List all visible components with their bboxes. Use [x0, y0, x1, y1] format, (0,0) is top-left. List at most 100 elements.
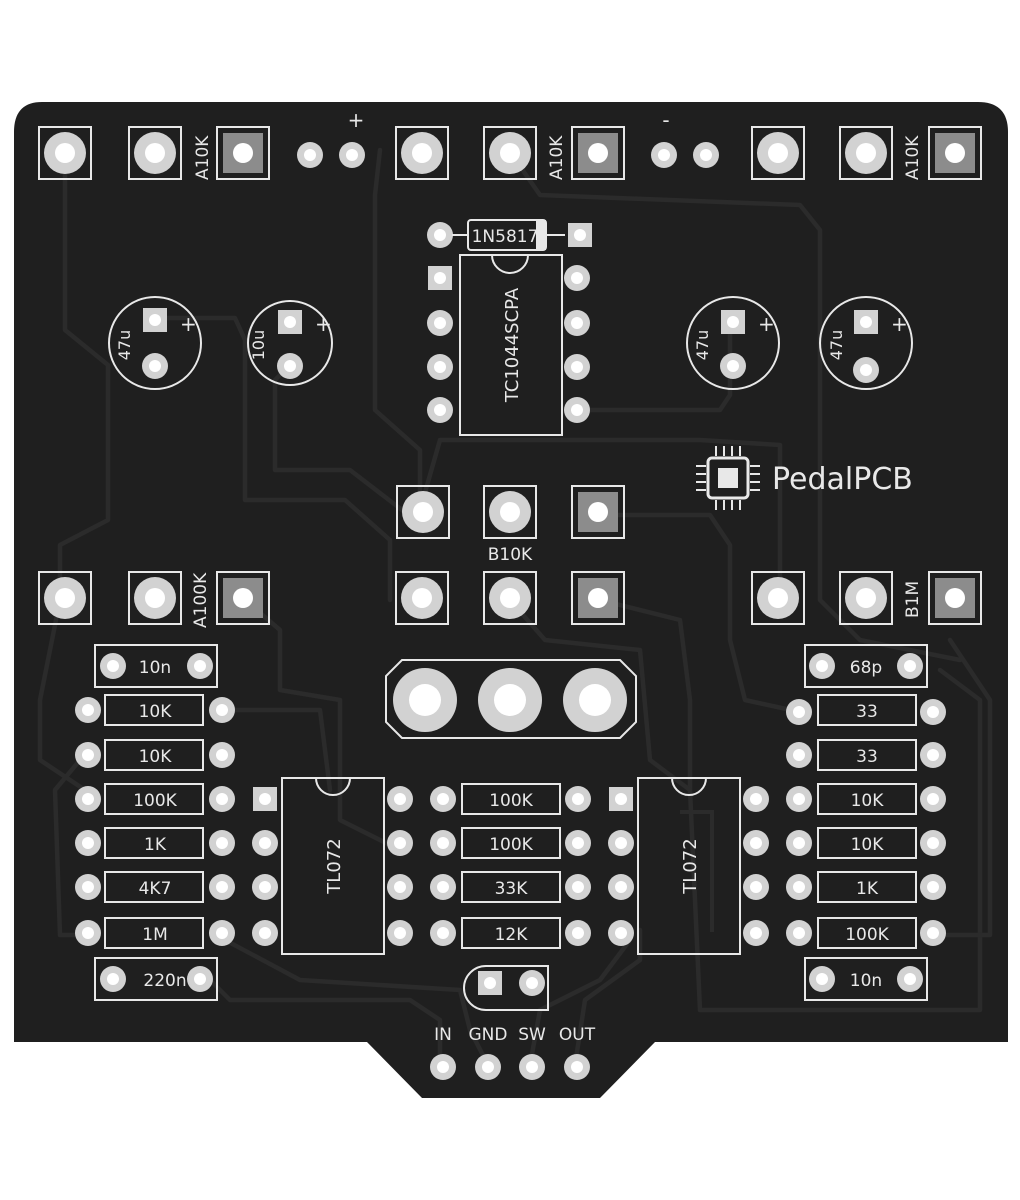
- pot-pad-outline: [396, 485, 450, 539]
- pot-pad-outline: [38, 571, 92, 625]
- pot-pad-hole: [412, 588, 432, 608]
- pad-hole: [394, 793, 406, 805]
- electrolytic-value-label: 47u: [115, 330, 134, 361]
- pot-pad-hole: [945, 143, 965, 163]
- pad-hole: [571, 361, 583, 373]
- pad-hole: [927, 706, 939, 718]
- pot-pad-outline: [571, 126, 625, 180]
- pot-pad-outline: [751, 571, 805, 625]
- small-transistor: [463, 965, 549, 1011]
- pad-hole: [259, 837, 271, 849]
- pot-pad-hole: [55, 588, 75, 608]
- pad-hole: [394, 927, 406, 939]
- pot-label-2: A10K: [547, 135, 567, 180]
- pad-hole: [434, 229, 446, 241]
- io-label-sw: SW: [518, 1025, 546, 1045]
- pot-pad-outline: [395, 571, 449, 625]
- pot-pad-outline: [571, 485, 625, 539]
- opamp-right-label: TL072: [680, 838, 701, 894]
- left-cap-top-label: 10n: [139, 658, 171, 678]
- electrolytic-caps: 47u+10u+47u+47u+: [108, 296, 913, 390]
- electrolytic-outline: [247, 300, 333, 386]
- pad-hole: [82, 749, 94, 761]
- pot-pad-outline: [128, 571, 182, 625]
- pad-hole: [437, 837, 449, 849]
- pad-hole: [259, 793, 271, 805]
- pot-pad-hole: [413, 502, 433, 522]
- pot-pad-hole: [500, 588, 520, 608]
- pad-hole: [904, 660, 916, 672]
- pad-hole: [860, 364, 872, 376]
- right-cap-top-label: 68p: [850, 658, 882, 678]
- pad-hole: [259, 927, 271, 939]
- pot-pad-hole: [588, 588, 608, 608]
- footswitch-lugs: [385, 659, 637, 739]
- right-res-6-label: 100K: [845, 925, 889, 945]
- pad-hole: [793, 793, 805, 805]
- pad-hole: [927, 927, 939, 939]
- left-cap-bottom-label: 220n: [143, 971, 186, 991]
- pad-hole: [194, 973, 206, 985]
- electrolytic-value-label: 47u: [693, 330, 712, 361]
- pad-hole: [434, 272, 446, 284]
- pot-pad-hole: [412, 143, 432, 163]
- diode-label: 1N5817: [472, 227, 539, 247]
- pad-hole: [149, 360, 161, 372]
- pad-hole: [82, 704, 94, 716]
- left-res-4-label: 1K: [144, 835, 167, 855]
- pad-hole: [284, 316, 296, 328]
- pad-hole: [437, 793, 449, 805]
- pad-hole: [526, 977, 538, 989]
- right-res-1-label: 33: [856, 702, 878, 722]
- pad-hole: [82, 927, 94, 939]
- pad-hole: [216, 793, 228, 805]
- pot-pad-outline: [751, 126, 805, 180]
- pad-hole: [927, 837, 939, 849]
- pot-label-4: A100K: [191, 572, 211, 628]
- pot-pad-outline: [483, 485, 537, 539]
- pad-hole: [437, 881, 449, 893]
- pad-hole: [572, 793, 584, 805]
- left-res-2-label: 10K: [139, 747, 173, 767]
- pad-hole: [437, 1061, 449, 1073]
- left-res-6-label: 1M: [142, 925, 167, 945]
- pad-hole: [927, 749, 939, 761]
- pot-pad-outline: [216, 571, 270, 625]
- electrolytic-plus-label: +: [315, 312, 332, 336]
- pot-pad-hole: [945, 588, 965, 608]
- pad-hole: [82, 837, 94, 849]
- pad-hole: [793, 749, 805, 761]
- center-res-1-label: 100K: [489, 791, 533, 811]
- pad-hole: [82, 881, 94, 893]
- pad-hole: [572, 927, 584, 939]
- pot-pad-hole: [588, 502, 608, 522]
- component-pads: [75, 142, 946, 1080]
- opamp-left: TL072: [281, 777, 385, 955]
- electrolytic-plus-label: +: [180, 312, 197, 336]
- pad-hole: [571, 404, 583, 416]
- center-component-bank: 100K 100K 33K 12K: [461, 783, 561, 949]
- pad-hole: [482, 1061, 494, 1073]
- pad-hole: [304, 149, 316, 161]
- pad-hole: [860, 316, 872, 328]
- pad-hole: [437, 927, 449, 939]
- pot-pad-hole: [233, 588, 253, 608]
- pot-label-5: B10K: [488, 545, 533, 565]
- pad-hole: [571, 317, 583, 329]
- pad-hole: [346, 149, 358, 161]
- pad-hole: [700, 149, 712, 161]
- right-res-2-label: 33: [856, 747, 878, 767]
- power-minus-label: -: [662, 108, 669, 132]
- pad-hole: [394, 881, 406, 893]
- pot-pad-outline: [571, 571, 625, 625]
- pot-pad-hole: [500, 143, 520, 163]
- copper-traces: [37, 147, 993, 1068]
- pad-hole: [727, 316, 739, 328]
- pot-pad-outline: [483, 571, 537, 625]
- pad-hole: [615, 793, 627, 805]
- pot-pad-hole: [145, 143, 165, 163]
- chip-icon: [696, 446, 760, 510]
- pot-pad-hole: [768, 588, 788, 608]
- pad-hole: [615, 881, 627, 893]
